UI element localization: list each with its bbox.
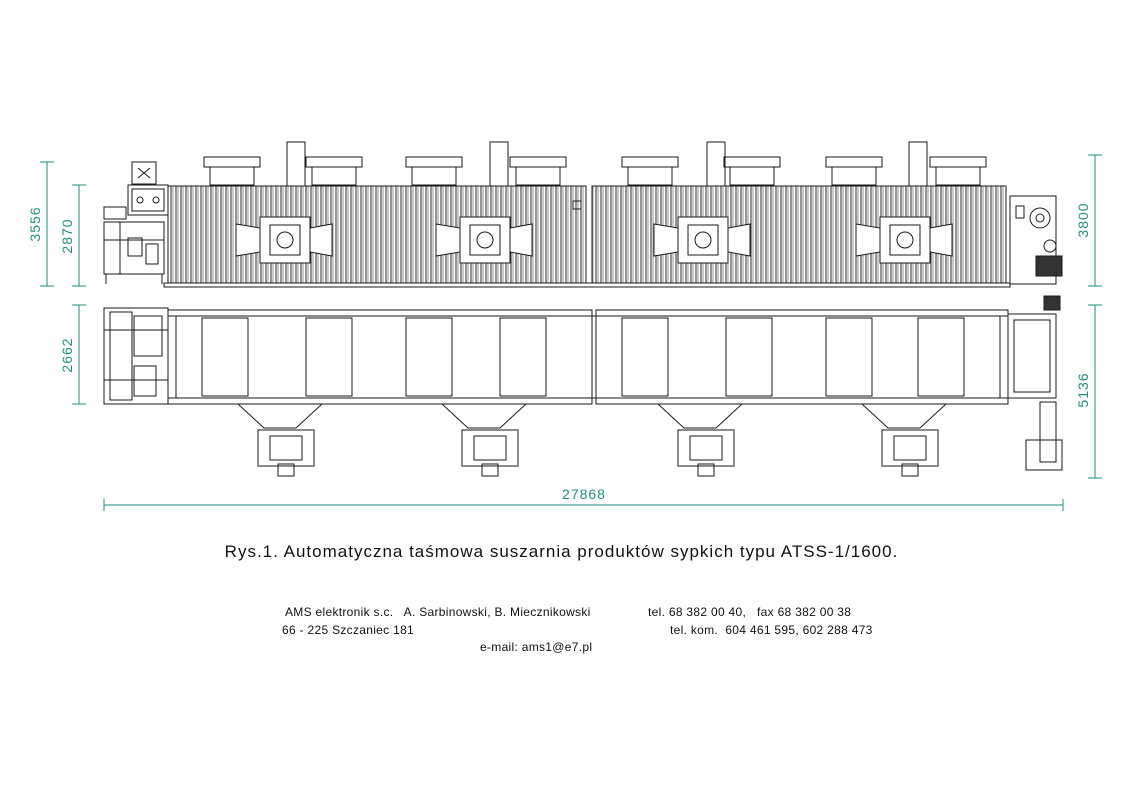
side-elevation: [103, 141, 1063, 288]
mobile-phones: tel. kom. 604 461 595, 602 288 473: [670, 623, 873, 637]
dim-5136: 5136: [1075, 372, 1091, 407]
company-line: AMS elektronik s.c. A. Sarbinowski, B. M…: [285, 605, 591, 619]
dimension-labels: 3556 2870 2662 3800 5136 27868: [27, 202, 1091, 502]
dimension-lines: [40, 154, 1102, 511]
hoppers: [236, 403, 948, 477]
dim-2662: 2662: [59, 337, 75, 372]
phone-fax: tel. 68 382 00 40, fax 68 382 00 38: [648, 605, 852, 619]
dim-3800: 3800: [1075, 202, 1091, 237]
heater-units: [235, 216, 953, 264]
discharge-drive: [1009, 195, 1063, 285]
dim-2870: 2870: [59, 218, 75, 253]
exhaust-stacks: [286, 141, 928, 188]
dim-3556: 3556: [27, 206, 43, 241]
figure-caption: Rys.1. Automatyczna taśmowa suszarnia pr…: [224, 542, 899, 561]
address: 66 - 225 Szczaniec 181: [282, 623, 415, 637]
control-cabinet: [103, 161, 169, 284]
plan-view: [103, 295, 1063, 477]
dim-27868: 27868: [562, 486, 606, 502]
email: e-mail: ams1@e7.pl: [480, 640, 593, 654]
roof-fans: [203, 156, 987, 186]
